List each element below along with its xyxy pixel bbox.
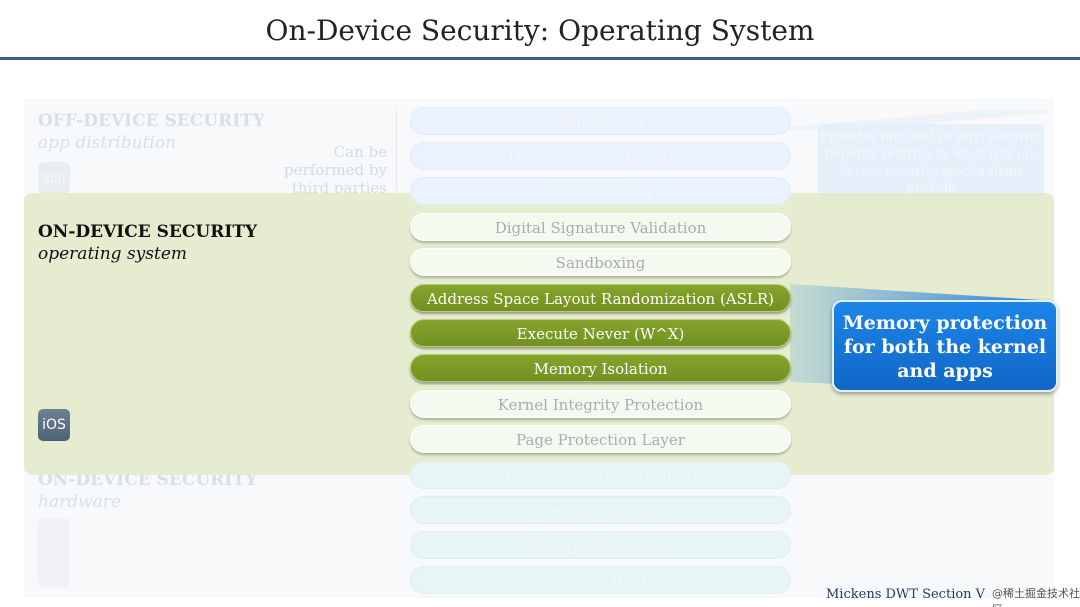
memory-protection-callout: Memory protection for both the kernel an…: [832, 300, 1058, 392]
os-section-heading: ON-DEVICE SECURITY: [38, 222, 258, 242]
off-device-subheading: app distribution: [38, 133, 177, 153]
slide-title: On-Device Security: Operating System: [265, 14, 815, 47]
pill-5: Address Space Layout Randomization (ASLR…: [410, 284, 791, 312]
pill-1: Developer Identification: [410, 142, 791, 170]
ios-icon: iOS: [38, 409, 70, 441]
hardware-heading: ON-DEVICE SECURITY: [38, 470, 258, 490]
pill-7: Memory Isolation: [410, 354, 791, 382]
os-section-subheading: operating system: [38, 244, 188, 264]
pill-10: Biometric Authentication: [410, 461, 791, 489]
title-rule: [0, 57, 1080, 60]
off-device-side-note: Provides minimal (if any) security benef…: [818, 124, 1044, 200]
pill-13: Secure Boot: [410, 566, 791, 594]
pill-2: Code Signing: [410, 177, 791, 205]
pill-8: Kernel Integrity Protection: [410, 390, 791, 418]
section-divider: [396, 110, 397, 190]
pill-9: Page Protection Layer: [410, 425, 791, 453]
third-party-note: Can be performed by third parties: [284, 143, 387, 197]
app-store-icon: app: [38, 162, 70, 194]
phone-icon: [38, 518, 70, 588]
off-device-heading: OFF-DEVICE SECURITY: [38, 111, 265, 131]
watermark: @稀土掘金技术社区: [992, 587, 1080, 607]
pill-12: Storage Encryption: [410, 531, 791, 559]
pill-11: Secure Enclave: [410, 496, 791, 524]
pill-0: App Review: [410, 107, 791, 135]
slide-footer: Mickens DWT Section V: [826, 587, 986, 602]
pill-3: Digital Signature Validation: [410, 213, 791, 241]
hardware-subheading: hardware: [38, 492, 121, 512]
pill-4: Sandboxing: [410, 248, 791, 276]
pill-6: Execute Never (W^X): [410, 319, 791, 347]
